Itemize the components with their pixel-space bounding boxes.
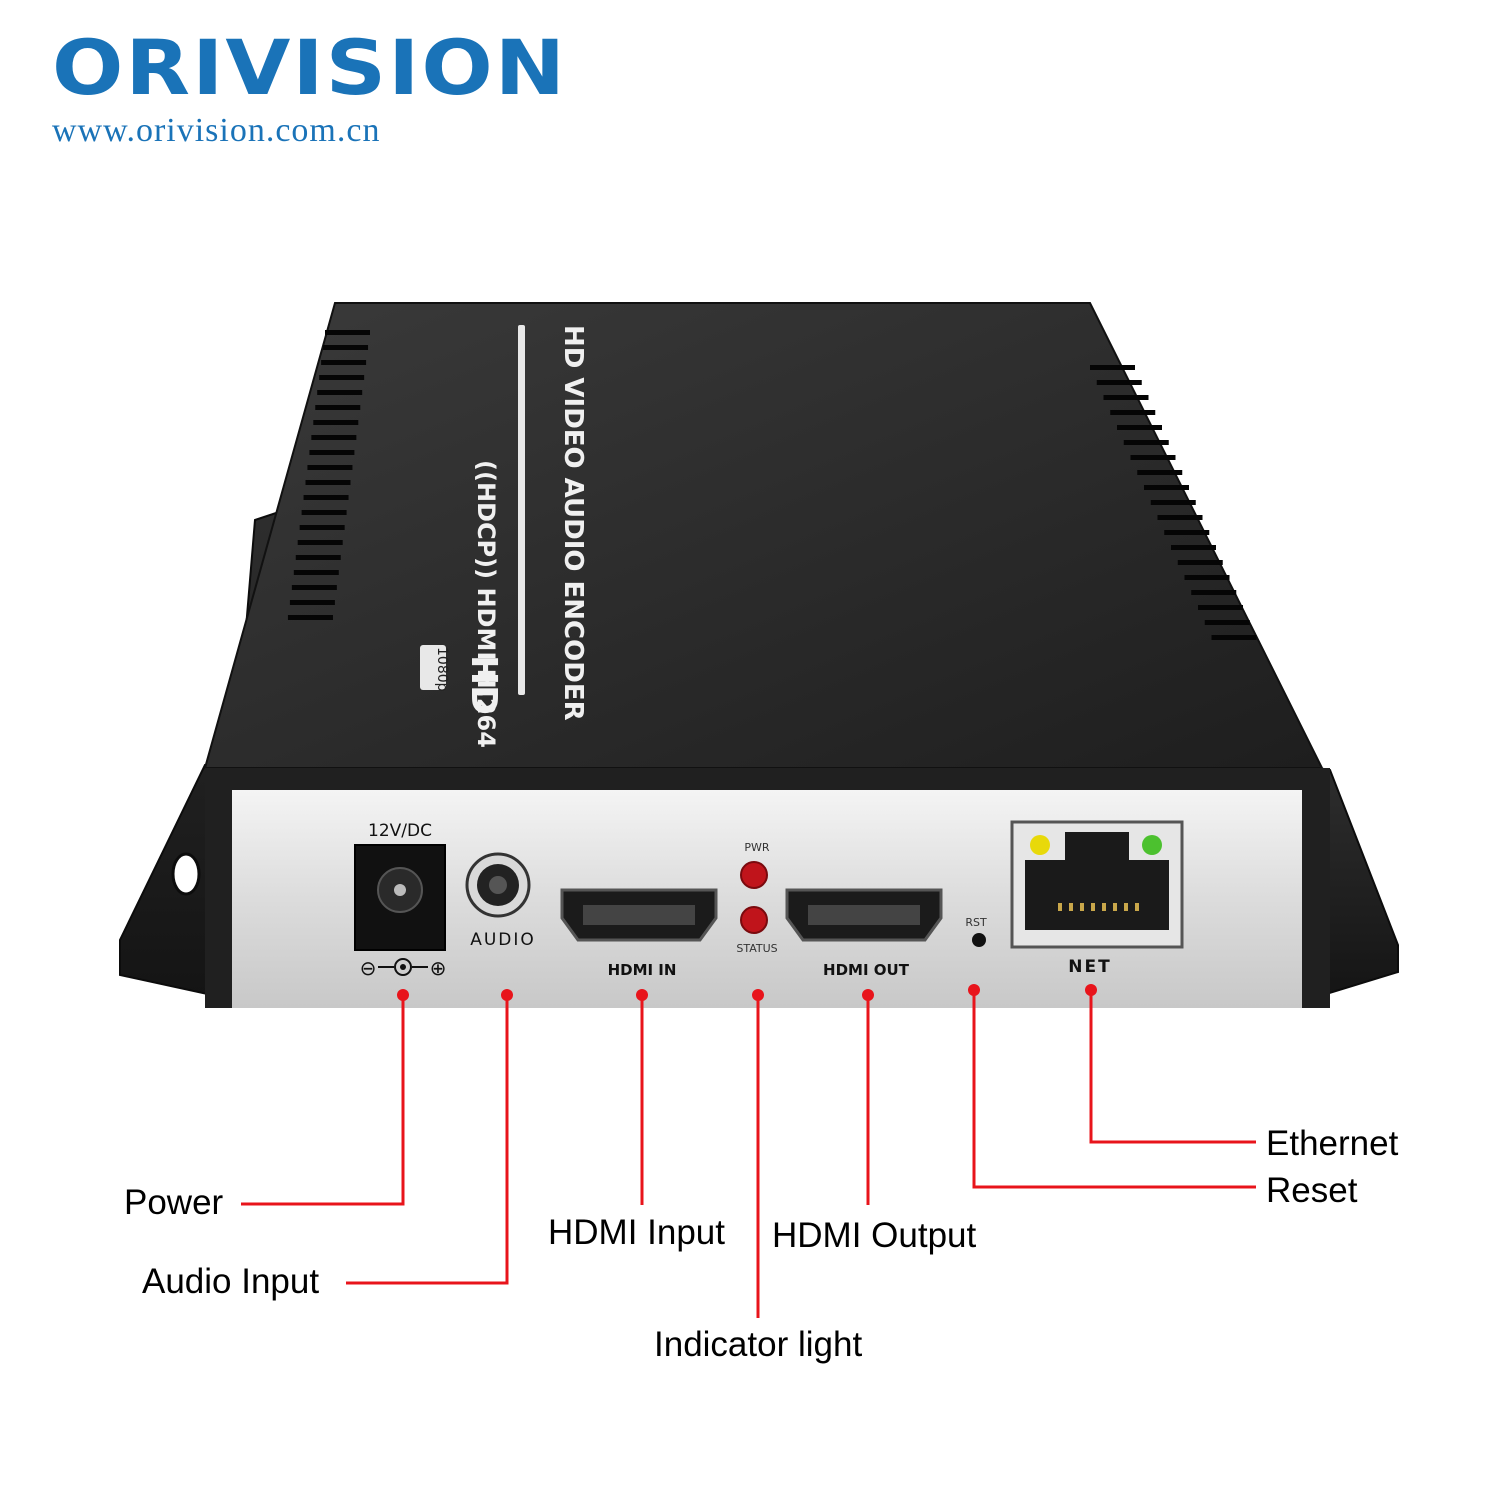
- vent-slot: [1177, 560, 1223, 565]
- vent-slot: [315, 405, 361, 410]
- dot-hdmi-out: [862, 989, 874, 1001]
- vent-slot: [1184, 575, 1230, 580]
- leader-dots: [397, 984, 1097, 1001]
- audio-port-label: AUDIO: [470, 930, 536, 950]
- vent-slot: [1130, 455, 1176, 460]
- callout-ethernet: Ethernet: [1266, 1124, 1399, 1163]
- top-label-title: HD VIDEO AUDIO ENCODER: [558, 325, 588, 721]
- vent-slot: [299, 525, 345, 530]
- brand-url: www.orivision.com.cn: [52, 112, 381, 149]
- chassis-top: [203, 302, 1324, 769]
- vent-slot: [309, 450, 355, 455]
- top-label-hd: HD: [463, 655, 504, 715]
- dot-ethernet: [1085, 984, 1097, 996]
- hdmi-in-label: HDMI IN: [608, 961, 677, 979]
- leader-reset: [972, 990, 1256, 1189]
- dot-indicator: [752, 989, 764, 1001]
- rj45-pins: [1058, 903, 1139, 911]
- vent-slot: [1204, 620, 1250, 625]
- rj45-pin: [1102, 903, 1106, 911]
- vent-slot: [287, 615, 333, 620]
- vent-slot: [1198, 605, 1243, 610]
- vent-slot: [319, 375, 365, 380]
- rj45-pin: [1080, 903, 1084, 911]
- vent-slot: [1123, 440, 1169, 445]
- leader-power: [241, 995, 405, 1206]
- vent-slot: [295, 555, 341, 560]
- vent-slot: [307, 465, 353, 470]
- vents-left: [287, 330, 370, 620]
- dot-audio: [501, 989, 513, 1001]
- callout-power: Power: [124, 1183, 224, 1222]
- vent-slot: [1157, 515, 1203, 520]
- rj45-pin: [1113, 903, 1117, 911]
- vent-slot: [323, 345, 369, 350]
- vent-slot: [303, 495, 349, 500]
- leader-lines: [241, 990, 1256, 1318]
- pwr-led-label: PWR: [744, 841, 770, 854]
- leader-ethernet: [1089, 990, 1256, 1144]
- callout-indicator-light: Indicator light: [654, 1325, 863, 1364]
- vents-right: [1090, 365, 1257, 640]
- dot-hdmi-in: [636, 989, 648, 1001]
- rj45-pin: [1069, 903, 1073, 911]
- top-label-res: 1080p: [434, 647, 450, 692]
- net-label: NET: [1068, 957, 1111, 977]
- vent-slot: [297, 540, 343, 545]
- dot-power: [397, 989, 409, 1001]
- vent-slot: [1117, 425, 1162, 430]
- rj45-pin: [1124, 903, 1128, 911]
- net-led-yellow: [1030, 835, 1050, 855]
- rst-label: RST: [965, 916, 987, 929]
- brand-name: ORIVISION: [52, 23, 568, 112]
- power-port-label: 12V/DC: [368, 821, 432, 841]
- vent-slot: [1137, 470, 1183, 475]
- leader-audio: [346, 995, 509, 1285]
- hdmi-out-label: HDMI OUT: [823, 961, 910, 979]
- vent-slot: [301, 510, 347, 515]
- dot-reset: [968, 984, 980, 996]
- callout-audio-input: Audio Input: [142, 1262, 320, 1301]
- top-label-line: [518, 325, 525, 695]
- brand-logo: ORIVISION www.orivision.com.cn: [52, 23, 568, 150]
- vent-slot: [321, 360, 367, 365]
- vent-slot: [311, 435, 357, 440]
- top-label-subtitle: ((HDCP)) HDMI H.264: [472, 460, 500, 748]
- vent-slot: [1164, 530, 1210, 535]
- top-label-res-badge: [420, 645, 446, 690]
- callout-hdmi-input: HDMI Input: [548, 1213, 725, 1252]
- vent-slot: [317, 390, 363, 395]
- vent-slot: [1110, 410, 1156, 415]
- vent-slot: [305, 480, 351, 485]
- vent-slot: [291, 585, 337, 590]
- pwr-led: [740, 861, 768, 889]
- left-flange-slot: [171, 852, 201, 896]
- reset-button: [972, 933, 986, 947]
- status-led-label: STATUS: [736, 942, 777, 955]
- vent-slot: [1144, 485, 1189, 490]
- vent-slot: [325, 330, 370, 335]
- vent-slot: [289, 600, 335, 605]
- rj45-pin: [1058, 903, 1062, 911]
- vent-slot: [1096, 380, 1142, 385]
- callout-hdmi-output: HDMI Output: [772, 1216, 977, 1255]
- vent-slot: [1211, 635, 1257, 640]
- callout-reset: Reset: [1266, 1171, 1358, 1210]
- vent-slot: [313, 420, 359, 425]
- status-led: [740, 906, 768, 934]
- rj45-pin: [1135, 903, 1139, 911]
- vent-slot: [1090, 365, 1135, 370]
- rj45-pin: [1091, 903, 1095, 911]
- net-led-green: [1142, 835, 1162, 855]
- polarity-minus: ⊖: [360, 956, 377, 980]
- vent-slot: [293, 570, 339, 575]
- vent-slot: [1191, 590, 1237, 595]
- vent-slot: [1171, 545, 1216, 550]
- vent-slot: [1103, 395, 1149, 400]
- vent-slot: [1150, 500, 1196, 505]
- polarity-plus: ⊕: [430, 956, 447, 980]
